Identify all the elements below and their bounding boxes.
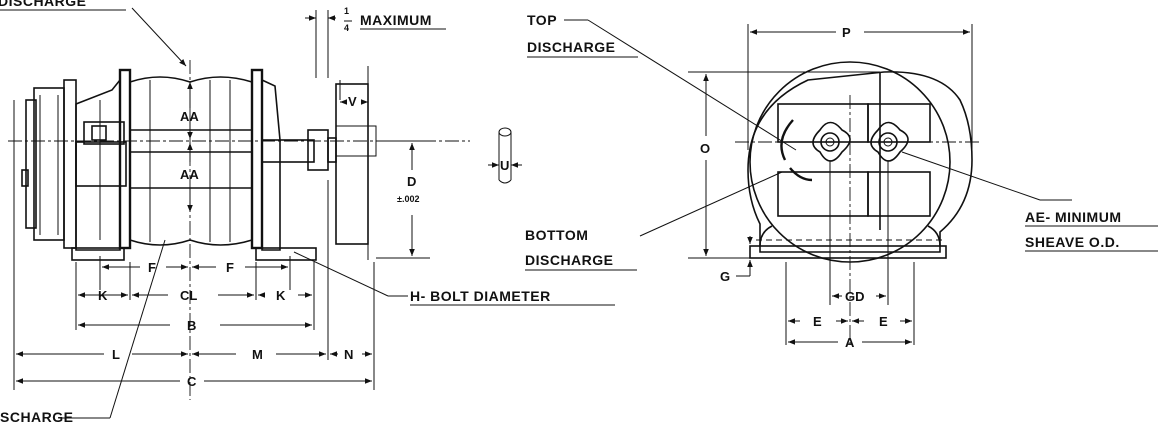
label-discharge-top-left: DISCHARGE bbox=[0, 0, 87, 9]
dim-k-right: K bbox=[276, 288, 286, 303]
dim-c: C bbox=[187, 374, 197, 389]
dim-aa-lower: AA bbox=[180, 167, 199, 182]
label-top-discharge-line2: DISCHARGE bbox=[527, 39, 616, 55]
dim-p: P bbox=[842, 25, 851, 40]
dim-b: B bbox=[187, 318, 196, 333]
dim-n: N bbox=[344, 347, 353, 362]
dim-cl: CL bbox=[180, 288, 197, 303]
dim-d-tolerance: ±.002 bbox=[397, 194, 419, 204]
label-top-discharge-line1: TOP bbox=[527, 12, 557, 28]
dim-u: U bbox=[500, 158, 509, 173]
dim-m: M bbox=[252, 347, 263, 362]
dim-f-left: F bbox=[148, 260, 156, 275]
dim-f-right: F bbox=[226, 260, 234, 275]
label-ae-minimum: AE- MINIMUM bbox=[1025, 209, 1122, 225]
end-view bbox=[564, 19, 1072, 345]
dim-l: L bbox=[112, 347, 120, 362]
label-bottom-discharge-line1: BOTTOM bbox=[525, 227, 588, 243]
label-quarter-denominator: 4 bbox=[344, 23, 349, 33]
label-quarter-numerator: 1 bbox=[344, 6, 349, 16]
dim-e-left: E bbox=[813, 314, 822, 329]
dim-e-right: E bbox=[879, 314, 888, 329]
label-bottom-discharge-line2: DISCHARGE bbox=[525, 252, 614, 268]
label-maximum: MAXIMUM bbox=[360, 12, 432, 28]
side-view bbox=[8, 7, 522, 419]
label-sheave-od: SHEAVE O.D. bbox=[1025, 234, 1120, 250]
dim-gd: GD bbox=[845, 289, 865, 304]
dim-a: A bbox=[845, 335, 855, 350]
dim-o: O bbox=[700, 141, 710, 156]
dim-g: G bbox=[720, 269, 730, 284]
dim-d: D bbox=[407, 174, 416, 189]
dim-v: V bbox=[348, 94, 357, 109]
dim-aa-upper: AA bbox=[180, 109, 199, 124]
label-discharge-bottom-left: SCHARGE bbox=[0, 409, 74, 425]
label-h-bolt-diameter: H- BOLT DIAMETER bbox=[410, 288, 551, 304]
dim-k-left: K bbox=[98, 288, 108, 303]
